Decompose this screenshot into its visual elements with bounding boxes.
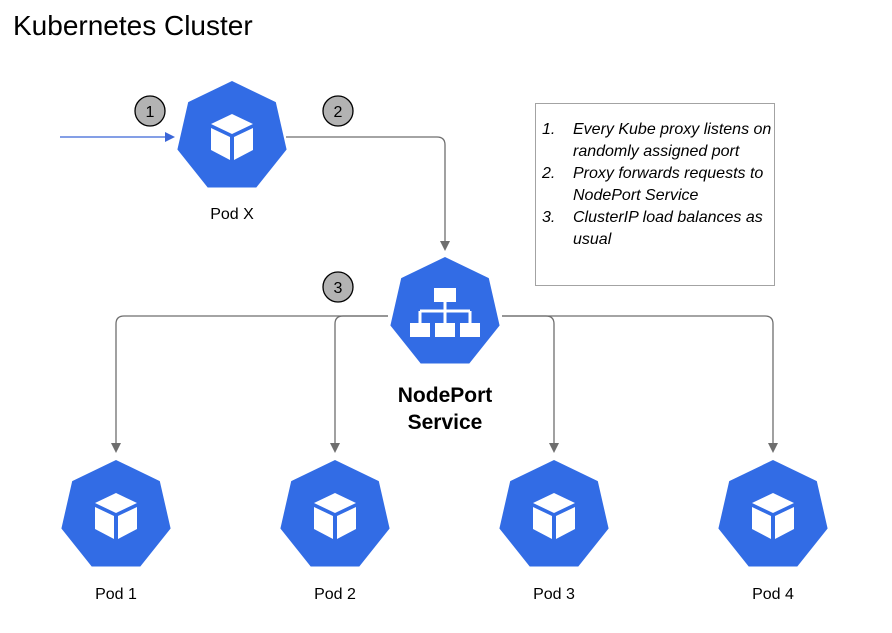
step-badge-3-text: 3 (334, 280, 343, 297)
pod-3-node (499, 460, 609, 567)
step-badge-3: 3 (322, 271, 354, 303)
service-label-line2: Service (408, 411, 483, 434)
step-badge-2-text: 2 (334, 104, 343, 121)
cube-icon (314, 493, 356, 539)
pod-1-label: Pod 1 (95, 586, 137, 603)
note-number: 1. (542, 121, 556, 138)
cube-icon (533, 493, 575, 539)
step-badge-1-text: 1 (146, 104, 155, 121)
service-to-pod-2-connector (330, 315, 388, 453)
service-label-line1: NodePort (398, 384, 493, 407)
cube-icon (95, 493, 137, 539)
service-to-pod-1-connector (111, 315, 388, 453)
page-title: Kubernetes Cluster (13, 10, 253, 41)
note-text: Every Kube proxy listens on randomly ass… (573, 121, 772, 160)
note-item: 3. ClusterIP load balances as usual (536, 207, 773, 251)
hierarchy-icon (410, 288, 480, 337)
pod-3-label: Pod 3 (533, 586, 575, 603)
service-to-pod-4-connector (502, 315, 778, 453)
pod-1-node (61, 460, 171, 567)
cube-icon (211, 114, 253, 160)
note-number: 2. (542, 165, 556, 182)
nodeport-service-node (390, 257, 500, 364)
cube-icon (752, 493, 794, 539)
pod-4-node (718, 460, 828, 567)
podx-to-service-connector (286, 136, 450, 251)
pod-x-label: Pod X (210, 206, 254, 223)
note-text: Proxy forwards requests to NodePort Serv… (573, 165, 764, 204)
service-to-pod-3-connector (502, 315, 559, 453)
note-item: 2. Proxy forwards requests to NodePort Se… (536, 163, 773, 207)
step-badge-1: 1 (134, 95, 166, 127)
note-text: ClusterIP load balances as usual (573, 209, 763, 248)
notes-list: 1. Every Kube proxy listens on randomly a… (536, 119, 773, 251)
note-item: 1. Every Kube proxy listens on randomly a… (536, 119, 773, 163)
note-number: 3. (542, 209, 556, 226)
pod-x-node (177, 81, 287, 188)
step-badge-2: 2 (322, 95, 354, 127)
pod-2-label: Pod 2 (314, 586, 356, 603)
pod-2-node (280, 460, 390, 567)
notes-box: 1. Every Kube proxy listens on randomly a… (535, 103, 775, 286)
pod-4-label: Pod 4 (752, 586, 794, 603)
